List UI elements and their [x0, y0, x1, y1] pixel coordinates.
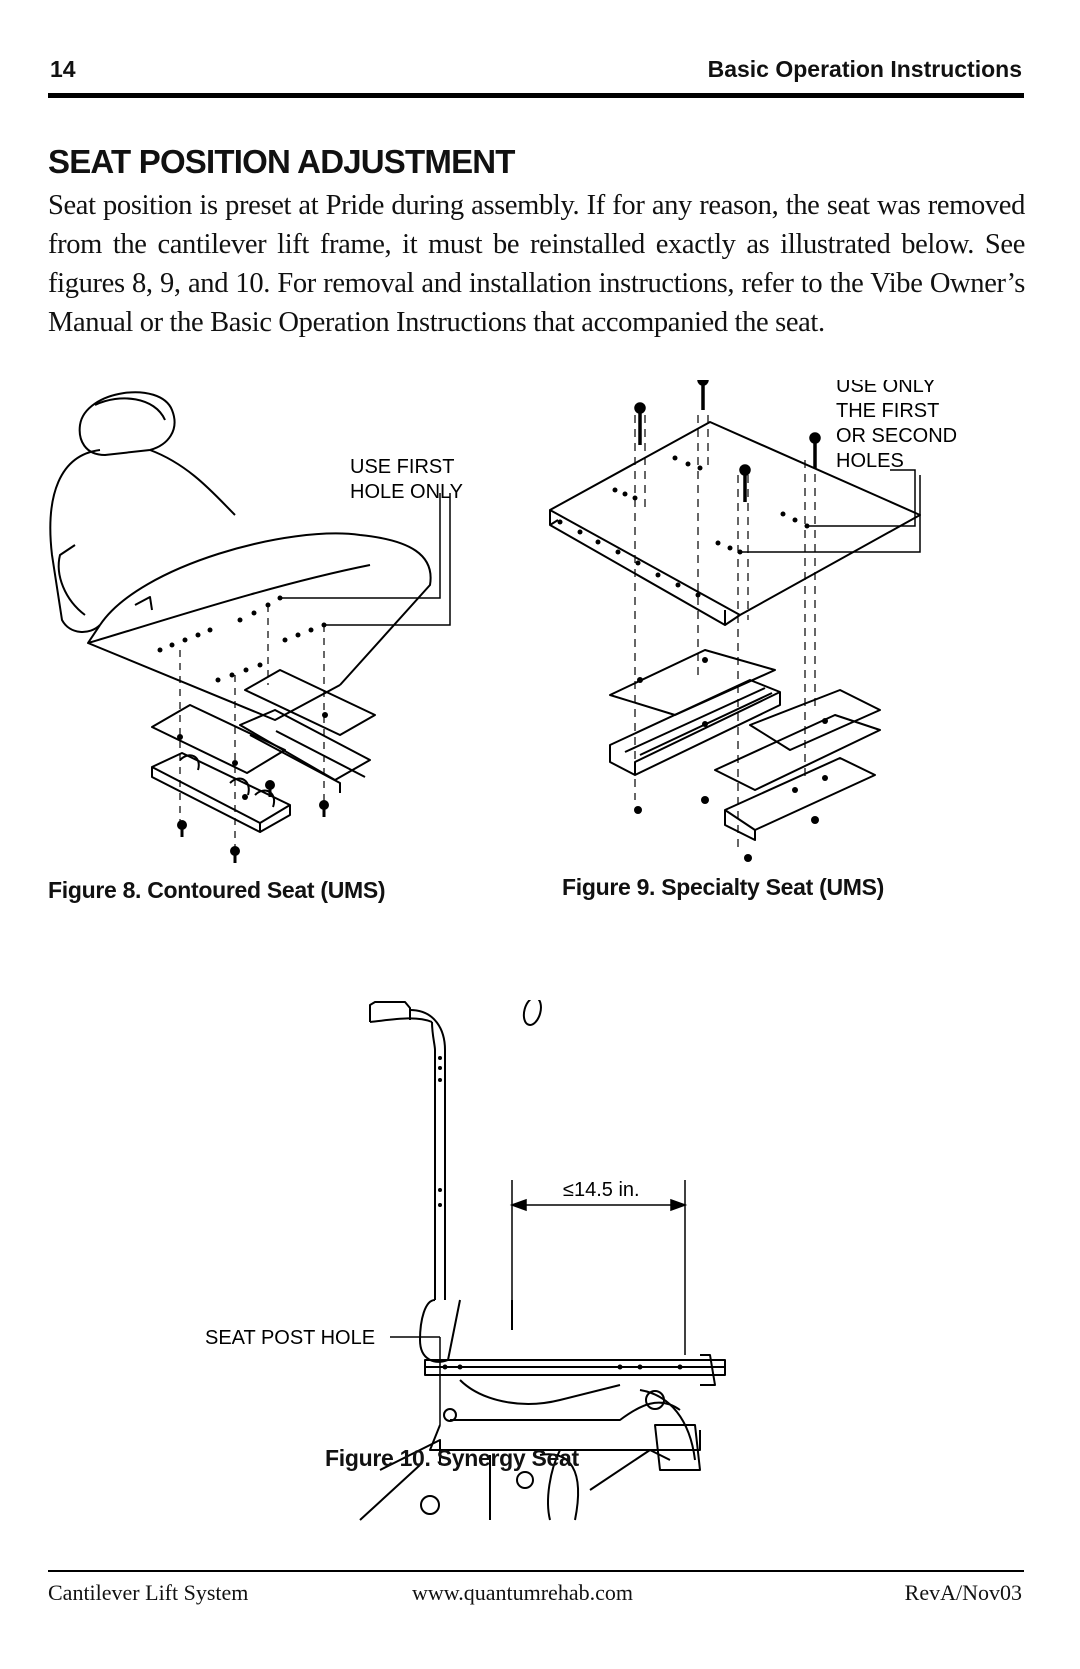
header-title: Basic Operation Instructions — [707, 56, 1022, 82]
fig9-callout-line2: THE FIRST — [836, 400, 939, 422]
header-rule — [48, 93, 1024, 98]
page-number: 14 — [50, 56, 76, 82]
fig8-callout-line2: HOLE ONLY — [350, 481, 463, 503]
fig9-callout-line1: USE ONLY — [836, 380, 936, 397]
footer-url[interactable]: www.quantumrehab.com — [412, 1580, 633, 1605]
figure-8-contoured-seat-illustration: USE FIRST HOLE ONLY — [49, 391, 463, 863]
figure-10-synergy-seat-illustration: ≤14.5 in. SEAT POST HOLE — [205, 1000, 726, 1521]
section-title: SEAT POSITION ADJUSTMENT — [48, 143, 515, 180]
figure-8-caption: Figure 8. Contoured Seat (UMS) — [48, 877, 386, 903]
fig9-callout-line4: HOLES — [836, 450, 904, 472]
figure-9-specialty-seat-illustration: USE ONLY THE FIRST OR SECOND HOLES — [549, 380, 957, 862]
fig9-callout-line3: OR SECOND — [836, 425, 957, 447]
body-paragraph: Seat position is preset at Pride during … — [48, 190, 1025, 338]
fig10-dimension-label: ≤14.5 in. — [563, 1179, 640, 1201]
figure-9-caption: Figure 9. Specialty Seat (UMS) — [562, 874, 885, 900]
figure-10-caption: Figure 10. Synergy Seat — [325, 1445, 579, 1471]
fig8-callout-line1: USE FIRST — [350, 456, 454, 478]
footer-revision: RevA/Nov03 — [904, 1580, 1022, 1605]
footer-left: Cantilever Lift System — [48, 1580, 249, 1605]
fig10-seat-post-hole-label: SEAT POST HOLE — [205, 1327, 375, 1349]
footer-rule — [48, 1570, 1024, 1572]
